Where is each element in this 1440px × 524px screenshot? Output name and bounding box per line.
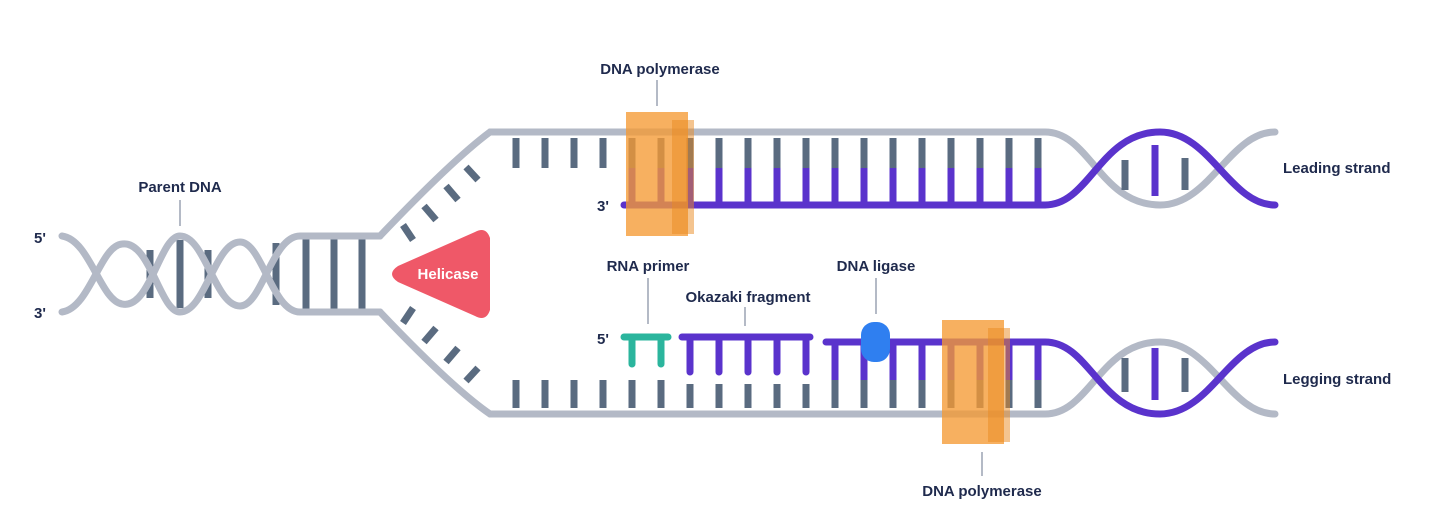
top-template-unpaired-rungs [512, 138, 607, 168]
leading-strand-region [620, 128, 1279, 209]
fork-top-diagonal-rungs [400, 164, 481, 242]
five-prime-left-label: 5' [34, 230, 46, 247]
leader-lines [179, 80, 983, 476]
rna-primer-label: RNA primer [607, 258, 690, 275]
helicase: Helicase [392, 230, 490, 318]
parent-dna-rungs [146, 236, 366, 312]
dna-ligase-label: DNA ligase [837, 258, 916, 275]
parent-strand-top [58, 232, 384, 310]
lagging-strand-label: Legging strand [1283, 371, 1391, 388]
dna-polymerase-bottom [942, 320, 1010, 444]
lagging-strand-new [822, 338, 1279, 418]
lagging-strand-region [620, 322, 1279, 418]
dna-ligase-shape [861, 322, 890, 362]
leading-strand-new [620, 128, 1279, 209]
dna-polymerase-top-label: DNA polymerase [600, 61, 720, 78]
okazaki-fragment-label: Okazaki fragment [685, 289, 810, 306]
fork-template-strands [376, 128, 1279, 418]
leading-strand-label: Leading strand [1283, 160, 1391, 177]
rna-primer [620, 333, 672, 368]
bottom-template-unpaired-rungs [512, 380, 810, 408]
three-prime-left-label: 3' [34, 305, 46, 322]
three-prime-leading-label: 3' [597, 198, 609, 215]
parent-strand-bottom [58, 238, 384, 316]
fork-bottom-diagonal-rungs [400, 306, 481, 384]
parent-dna-label: Parent DNA [138, 179, 222, 196]
helicase-shape [392, 230, 490, 318]
okazaki-fragment [678, 333, 814, 376]
five-prime-lagging-label: 5' [597, 331, 609, 348]
helicase-label: Helicase [418, 266, 479, 283]
dna-polymerase-top [626, 112, 694, 236]
parent-dna [58, 232, 384, 316]
dna-polymerase-bottom-label: DNA polymerase [922, 483, 1042, 500]
